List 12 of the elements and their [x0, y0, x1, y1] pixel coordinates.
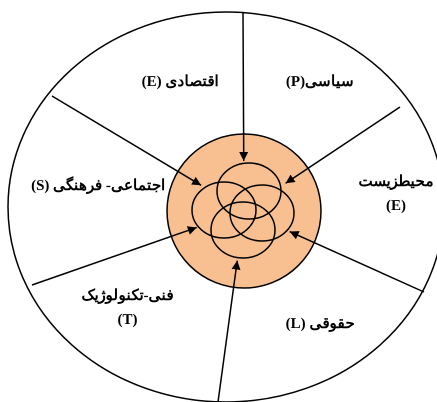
sector-label: اقتصادی (E) [130, 70, 230, 94]
sector-label: سیاسی(P) [280, 70, 360, 94]
sector-label: حقوقی (L) [275, 312, 365, 336]
arrow [32, 226, 198, 286]
arrow [289, 230, 424, 293]
arrow [217, 260, 240, 402]
arrow [239, 13, 248, 161]
arrow [52, 95, 202, 186]
sector-label: فنی-تکنولوژیک (T) [80, 284, 175, 332]
sector-label: محیطزیست (E) [355, 170, 437, 218]
arrow [285, 106, 400, 184]
sector-label: اجتماعی- فرهنگی (S) [18, 174, 178, 198]
